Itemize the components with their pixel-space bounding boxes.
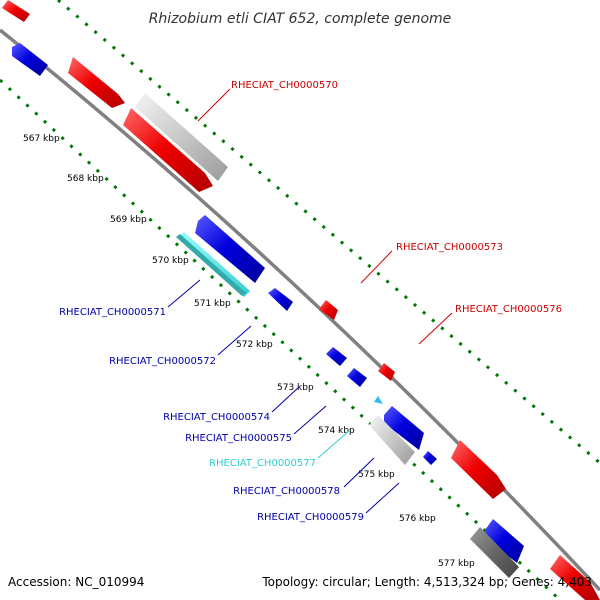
gene-arrow-reverse [195, 215, 265, 283]
kbp-tick-label: 570 kbp [152, 256, 189, 266]
leader-line [197, 88, 231, 122]
gene-label: RHECIAT_CH0000575 [185, 433, 292, 444]
kbp-tick-label: 577 kbp [438, 559, 475, 569]
gene-pseudo-forward [135, 93, 228, 181]
outer-ring [57, 0, 600, 465]
gene-label: RHECIAT_CH0000579 [257, 512, 364, 523]
gene-arrow-reverse [384, 406, 424, 450]
gene-arrow-forward [378, 363, 395, 381]
topology-text: Topology: circular; Length: 4,513,324 bp… [261, 575, 592, 589]
gene-arrow-forward [68, 57, 125, 108]
gene-arrow-reverse [268, 288, 293, 311]
gene-arrow-reverse [176, 234, 246, 296]
leader-line [418, 312, 453, 345]
accession-text: Accession: NC_010994 [8, 575, 144, 589]
gene-arrow-reverse [374, 396, 383, 404]
leader-line [343, 457, 375, 488]
gene-arrow-forward [319, 300, 338, 320]
kbp-tick-label: 574 kbp [318, 426, 355, 436]
gene-arrow-reverse [12, 43, 48, 76]
inner-ring [0, 78, 562, 600]
gene-arrow-reverse [326, 347, 347, 366]
genome-axis [0, 28, 600, 592]
leader-line [167, 279, 201, 308]
leader-line [365, 482, 400, 514]
gene-arrow-reverse [347, 368, 367, 387]
kbp-tick-label: 576 kbp [399, 514, 436, 524]
gene-arrow-forward [2, 0, 30, 22]
gene-arrow-forward [123, 108, 213, 192]
gene-arrow-reverse [485, 519, 524, 563]
gene-arrow-reverse [423, 451, 437, 465]
gene-label: RHECIAT_CH0000573 [396, 242, 503, 253]
gene-pseudo-reverse [470, 527, 519, 578]
gene-label: RHECIAT_CH0000578 [233, 486, 340, 497]
gene-label: RHECIAT_CH0000571 [59, 307, 166, 318]
gene-label: RHECIAT_CH0000570 [231, 80, 338, 91]
kbp-tick-label: 567 kbp [23, 134, 60, 144]
kbp-tick-label: 568 kbp [67, 174, 104, 184]
gene-arrow-forward [451, 440, 506, 499]
kbp-tick-label: 572 kbp [236, 340, 273, 350]
gene-pseudo-reverse [369, 415, 415, 465]
leader-line [271, 386, 300, 413]
kbp-tick-label: 575 kbp [358, 470, 395, 480]
kbp-tick-label: 571 kbp [194, 299, 231, 309]
leader-line [217, 325, 252, 356]
gene-label: RHECIAT_CH0000572 [109, 356, 216, 367]
kbp-tick-label: 573 kbp [277, 383, 314, 393]
leader-line [317, 429, 351, 459]
gene-label: RHECIAT_CH0000577 [209, 458, 316, 469]
gene-label: RHECIAT_CH0000574 [163, 412, 270, 423]
kbp-tick-label: 569 kbp [110, 215, 147, 225]
leader-line [293, 405, 327, 435]
leader-line [360, 250, 393, 284]
gene-label: RHECIAT_CH0000576 [455, 304, 562, 315]
page-title: Rhizobium etli CIAT 652, complete genome [149, 11, 452, 27]
gene-arrow-forward [550, 555, 600, 600]
